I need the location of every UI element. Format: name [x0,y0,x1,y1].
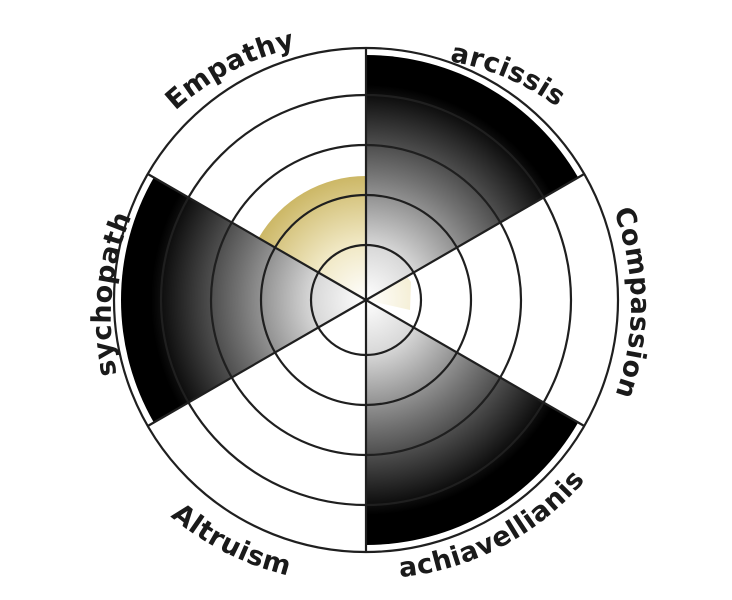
label-compassion: Compassion [607,203,655,403]
divider-line [365,299,585,427]
shaded-sector-narcissism [366,55,579,300]
divider-line [365,173,585,301]
segment-dividers [147,48,585,552]
label-empathy: Empathy [160,24,298,116]
divider-line [147,299,367,427]
shaded-sectors [121,55,579,545]
shaded-sector-machiavellianism [366,300,579,545]
shaded-sector-psychopathy [121,177,366,423]
label-psychopathy: Psychopathy [0,0,138,379]
label-altruism: Altruism [166,497,295,582]
divider-line [147,173,367,301]
